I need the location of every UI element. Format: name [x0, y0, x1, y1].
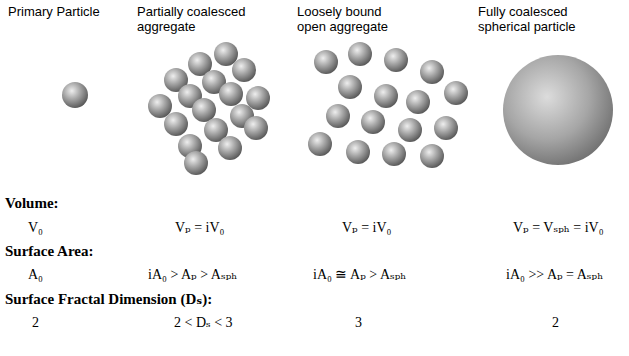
- particle: [346, 140, 370, 164]
- property-value: Vₚ = iV₀: [175, 219, 225, 237]
- particle: [314, 50, 338, 74]
- property-value: A₀: [28, 266, 43, 284]
- particle: [384, 48, 408, 72]
- particle: [214, 42, 238, 66]
- column-heading: Fully coalesced spherical particle: [478, 4, 598, 34]
- property-value: iA₀ >> Aₚ = Aₛₚₕ: [506, 266, 603, 284]
- property-value: 2: [552, 314, 559, 332]
- partially-coalesced-aggregate: [148, 42, 270, 175]
- property-value: Vₚ = Vₛₚₕ = iV₀: [513, 219, 604, 237]
- particle: [232, 58, 256, 82]
- column-heading: Partially coalesced aggregate: [137, 4, 259, 34]
- property-value: 2: [32, 314, 39, 332]
- particle: [192, 98, 216, 122]
- row-heading: Surface Area:: [5, 242, 93, 260]
- particle: [244, 116, 268, 140]
- particle: [420, 60, 444, 84]
- property-value: Vₚ = iV₀: [342, 219, 392, 237]
- particle: [374, 84, 398, 108]
- particle: [382, 142, 406, 166]
- particle: [406, 90, 430, 114]
- loosely-bound-aggregate: [308, 42, 468, 168]
- row-heading: Volume:: [5, 194, 59, 212]
- particle: [219, 82, 243, 106]
- particle: [338, 75, 362, 99]
- particle: [444, 81, 468, 105]
- primary-particle: [62, 82, 88, 108]
- particle: [361, 110, 385, 134]
- particle: [246, 86, 270, 110]
- column-heading: Loosely bound open aggregate: [297, 4, 403, 34]
- property-value: V₀: [28, 219, 43, 237]
- particle: [348, 42, 372, 66]
- particle: [308, 132, 332, 156]
- row-heading: Surface Fractal Dimension (Dₛ):: [5, 290, 212, 308]
- particle: [164, 112, 188, 136]
- coalesced-sphere: [503, 55, 613, 165]
- particle: [148, 94, 172, 118]
- property-value: 2 < Dₛ < 3: [174, 314, 233, 332]
- particle: [434, 116, 458, 140]
- property-value: iA₀ > Aₚ > Aₛₚₕ: [148, 266, 237, 284]
- column-heading: Primary Particle: [8, 4, 100, 19]
- property-value: iA₀ ≅ Aₚ > Aₛₚₕ: [313, 266, 406, 284]
- particle: [184, 151, 208, 175]
- particle: [218, 136, 242, 160]
- property-value: 3: [355, 314, 362, 332]
- particle: [420, 144, 444, 168]
- particle: [326, 104, 350, 128]
- particle: [398, 118, 422, 142]
